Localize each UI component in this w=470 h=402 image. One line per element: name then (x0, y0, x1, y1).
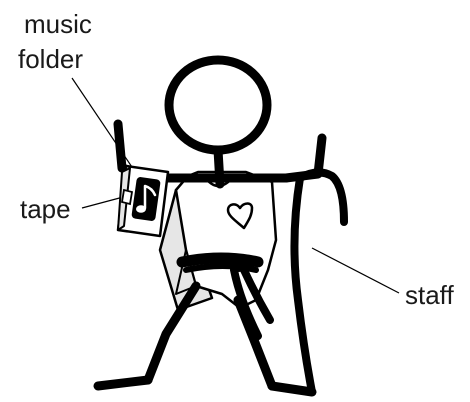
label-music: music (24, 9, 92, 39)
left-leg (143, 281, 201, 385)
music-note-icon (143, 184, 157, 210)
tape-strip (120, 188, 134, 206)
label-folder: folder (18, 44, 83, 74)
label-tape: tape (20, 194, 71, 224)
left-foot (93, 375, 153, 391)
leader-line-music-folder (71, 77, 139, 177)
belt (176, 252, 274, 340)
music-folder (116, 164, 170, 238)
tunic (158, 170, 278, 312)
heart-icon (226, 202, 254, 230)
staff-crook (296, 168, 348, 226)
label-staff: staff (405, 280, 454, 310)
staff (290, 168, 348, 396)
head (164, 55, 272, 155)
staff-shaft (290, 174, 316, 396)
leader-line-staff (311, 247, 400, 294)
right-foot (267, 381, 317, 397)
